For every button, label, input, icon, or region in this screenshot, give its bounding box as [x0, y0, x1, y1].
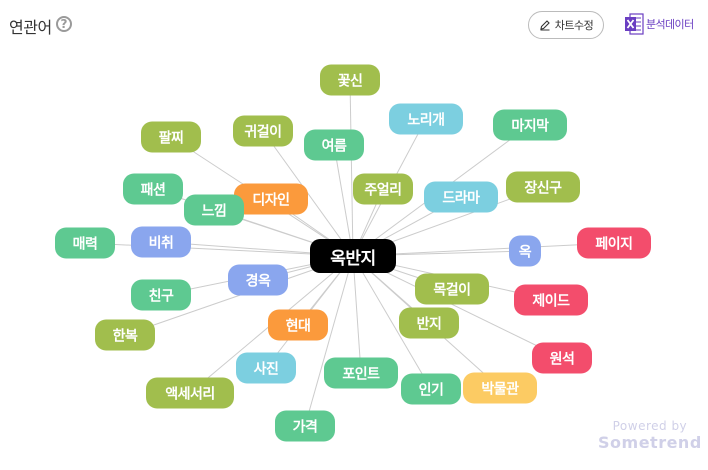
keyword-node[interactable]: 디자인 — [234, 183, 308, 215]
edge-line — [349, 79, 354, 257]
section-title: 연관어 — [9, 18, 52, 37]
edit-chart-label: 차트수정 — [554, 19, 594, 32]
keyword-node[interactable]: 가격 — [275, 410, 335, 442]
keyword-node[interactable]: 매력 — [55, 227, 115, 259]
edge-line — [333, 144, 354, 257]
keyword-node[interactable]: 옥 — [509, 235, 541, 267]
keyword-node[interactable]: 꽃신 — [320, 64, 380, 96]
keyword-node[interactable]: 팔찌 — [141, 121, 201, 153]
edge-line — [352, 255, 362, 374]
center-keyword[interactable]: 옥반지 — [310, 239, 396, 273]
pencil-icon — [540, 20, 550, 31]
keyword-node[interactable]: 반지 — [399, 307, 459, 339]
edge-line — [84, 242, 354, 257]
excel-icon — [625, 13, 644, 35]
edit-chart-button[interactable]: 차트수정 — [528, 11, 604, 39]
keyword-node[interactable]: 귀걸이 — [233, 115, 293, 147]
keyword-node[interactable]: 박물관 — [463, 372, 537, 404]
edge-line — [262, 130, 354, 257]
sometrend-watermark: Powered by Sometrend — [598, 419, 702, 452]
analysis-data-label: 분석데이터 — [646, 18, 694, 31]
keyword-node[interactable]: 주얼리 — [353, 173, 413, 205]
edge-line — [352, 255, 432, 390]
keyword-node[interactable]: 인기 — [401, 373, 461, 405]
keyword-node[interactable]: 노리개 — [389, 103, 463, 135]
keyword-node[interactable]: 장신구 — [506, 171, 580, 203]
keyword-node[interactable]: 드라마 — [424, 181, 498, 213]
keyword-node[interactable]: 비취 — [131, 226, 191, 258]
edge-line — [352, 242, 615, 257]
keyword-node[interactable]: 제이드 — [514, 284, 588, 316]
keyword-node[interactable]: 마지막 — [493, 109, 567, 141]
keyword-node[interactable]: 목걸이 — [415, 273, 489, 305]
edge-line — [304, 255, 354, 427]
keyword-node[interactable]: 사진 — [236, 352, 296, 384]
keyword-node[interactable]: 액세서리 — [146, 377, 234, 409]
keyword-node[interactable]: 포인트 — [324, 357, 398, 389]
keyword-node[interactable]: 경옥 — [228, 264, 288, 296]
keyword-node[interactable]: 여름 — [304, 129, 364, 161]
keyword-node[interactable]: 한복 — [95, 319, 155, 351]
keyword-node[interactable]: 원석 — [532, 342, 592, 374]
keyword-node[interactable]: 현대 — [268, 309, 328, 341]
help-icon[interactable]: ? — [56, 16, 72, 32]
analysis-data-button[interactable]: 분석데이터 — [624, 12, 694, 36]
edge-line — [352, 255, 563, 359]
keyword-node[interactable]: 느낌 — [184, 194, 244, 226]
keyword-node[interactable]: 페이지 — [577, 227, 651, 259]
keyword-node[interactable]: 친구 — [131, 279, 191, 311]
keyword-node[interactable]: 패션 — [123, 173, 183, 205]
